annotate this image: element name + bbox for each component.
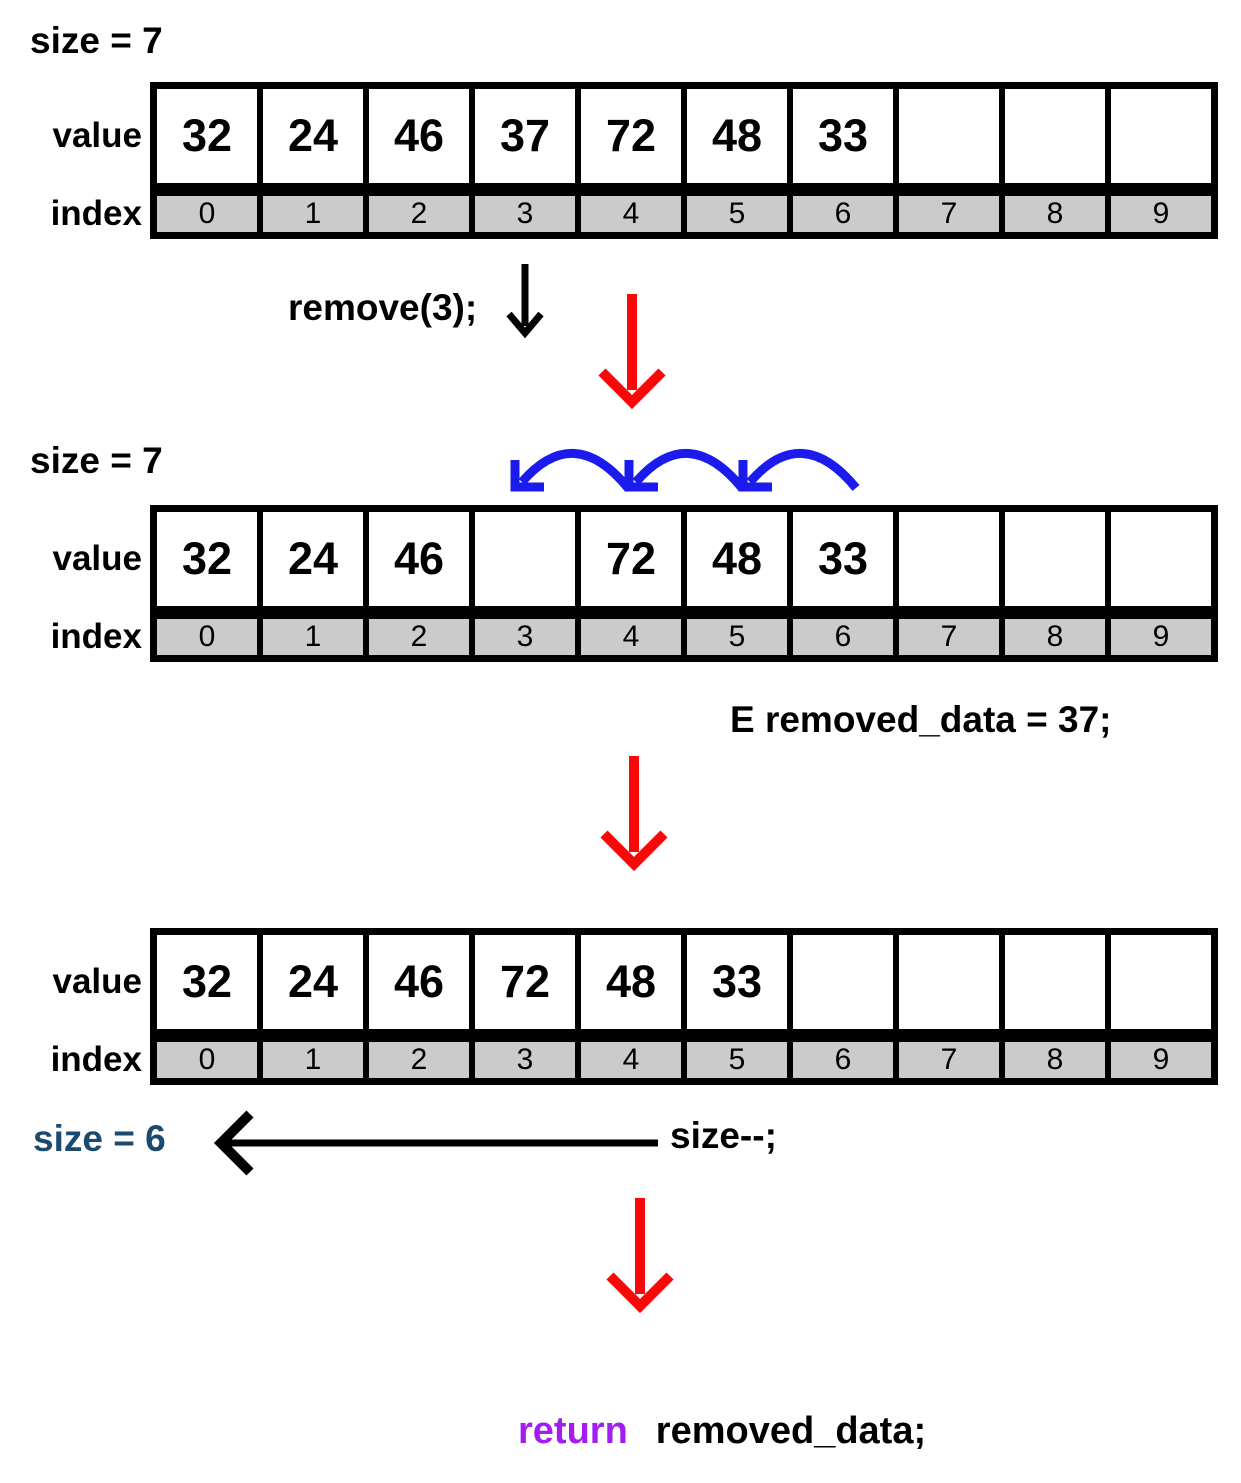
value-cell xyxy=(899,512,999,606)
index-cell: 9 xyxy=(1111,619,1211,655)
index-row-label: index xyxy=(50,617,142,656)
value-row-label: value xyxy=(52,539,143,578)
size-decrement-label: size--; xyxy=(670,1115,777,1156)
index-cell: 6 xyxy=(793,1042,893,1078)
index-cell: 7 xyxy=(899,619,999,655)
index-cell: 8 xyxy=(1005,619,1105,655)
value-cell xyxy=(1111,512,1211,606)
return-keyword: return xyxy=(518,1410,628,1452)
value-cell: 46 xyxy=(369,935,469,1029)
down-arrow-black-icon xyxy=(506,264,544,339)
value-cell: 24 xyxy=(263,89,363,183)
index-cell: 2 xyxy=(369,1042,469,1078)
index-cell: 9 xyxy=(1111,1042,1211,1078)
index-cell: 1 xyxy=(263,619,363,655)
left-arrow-black-icon xyxy=(213,1110,658,1176)
value-cell: 48 xyxy=(687,89,787,183)
index-cell: 0 xyxy=(157,196,257,232)
size-label-step1: size = 7 xyxy=(30,20,163,61)
index-cell: 4 xyxy=(581,619,681,655)
index-cell: 7 xyxy=(899,196,999,232)
value-cell: 37 xyxy=(475,89,575,183)
shift-left-arrows-icon xyxy=(510,448,860,492)
index-cell: 2 xyxy=(369,196,469,232)
index-cell: 3 xyxy=(475,619,575,655)
value-cell: 72 xyxy=(581,89,681,183)
value-cell: 24 xyxy=(263,512,363,606)
index-cell: 5 xyxy=(687,1042,787,1078)
value-cell: 48 xyxy=(581,935,681,1029)
value-cell: 32 xyxy=(157,512,257,606)
index-cell: 7 xyxy=(899,1042,999,1078)
value-cell xyxy=(1005,512,1105,606)
size-label-final: size = 6 xyxy=(33,1118,166,1159)
index-cell: 6 xyxy=(793,196,893,232)
value-cell xyxy=(899,89,999,183)
value-cell xyxy=(1111,89,1211,183)
index-cell: 6 xyxy=(793,619,893,655)
value-cell: 33 xyxy=(687,935,787,1029)
index-cell: 5 xyxy=(687,619,787,655)
return-expression: removed_data; xyxy=(655,1410,927,1452)
index-cell: 1 xyxy=(263,1042,363,1078)
value-cell: 32 xyxy=(157,935,257,1029)
value-cell xyxy=(1111,935,1211,1029)
down-arrow-red-icon xyxy=(606,1198,674,1314)
value-cell: 32 xyxy=(157,89,257,183)
return-statement: return removed_data; xyxy=(518,1408,926,1454)
index-cell: 8 xyxy=(1005,1042,1105,1078)
value-cell: 33 xyxy=(793,89,893,183)
value-cell xyxy=(793,935,893,1029)
index-cell: 8 xyxy=(1005,196,1105,232)
down-arrow-red-icon xyxy=(600,756,668,872)
value-cell: 48 xyxy=(687,512,787,606)
value-cell: 72 xyxy=(475,935,575,1029)
index-cell: 4 xyxy=(581,1042,681,1078)
value-cell: 24 xyxy=(263,935,363,1029)
index-cell: 1 xyxy=(263,196,363,232)
value-row-label: value xyxy=(52,962,143,1001)
value-row-label: value xyxy=(52,116,143,155)
value-cell: 46 xyxy=(369,89,469,183)
index-cell: 9 xyxy=(1111,196,1211,232)
index-cell: 5 xyxy=(687,196,787,232)
index-row-label: index xyxy=(50,1040,142,1079)
index-cell: 2 xyxy=(369,619,469,655)
down-arrow-red-icon xyxy=(598,294,666,410)
index-cell: 3 xyxy=(475,1042,575,1078)
remove-call-label: remove(3); xyxy=(288,287,478,328)
value-cell: 46 xyxy=(369,512,469,606)
index-cell: 0 xyxy=(157,619,257,655)
index-row-label: index xyxy=(50,194,142,233)
value-cell: 33 xyxy=(793,512,893,606)
index-cell: 4 xyxy=(581,196,681,232)
removed-data-assignment-label: E removed_data = 37; xyxy=(730,699,1112,740)
value-cell xyxy=(475,512,575,606)
index-cell: 0 xyxy=(157,1042,257,1078)
size-label-step2: size = 7 xyxy=(30,440,163,481)
value-cell: 72 xyxy=(581,512,681,606)
index-cell: 3 xyxy=(475,196,575,232)
value-cell xyxy=(899,935,999,1029)
value-cell xyxy=(1005,935,1105,1029)
value-cell xyxy=(1005,89,1105,183)
